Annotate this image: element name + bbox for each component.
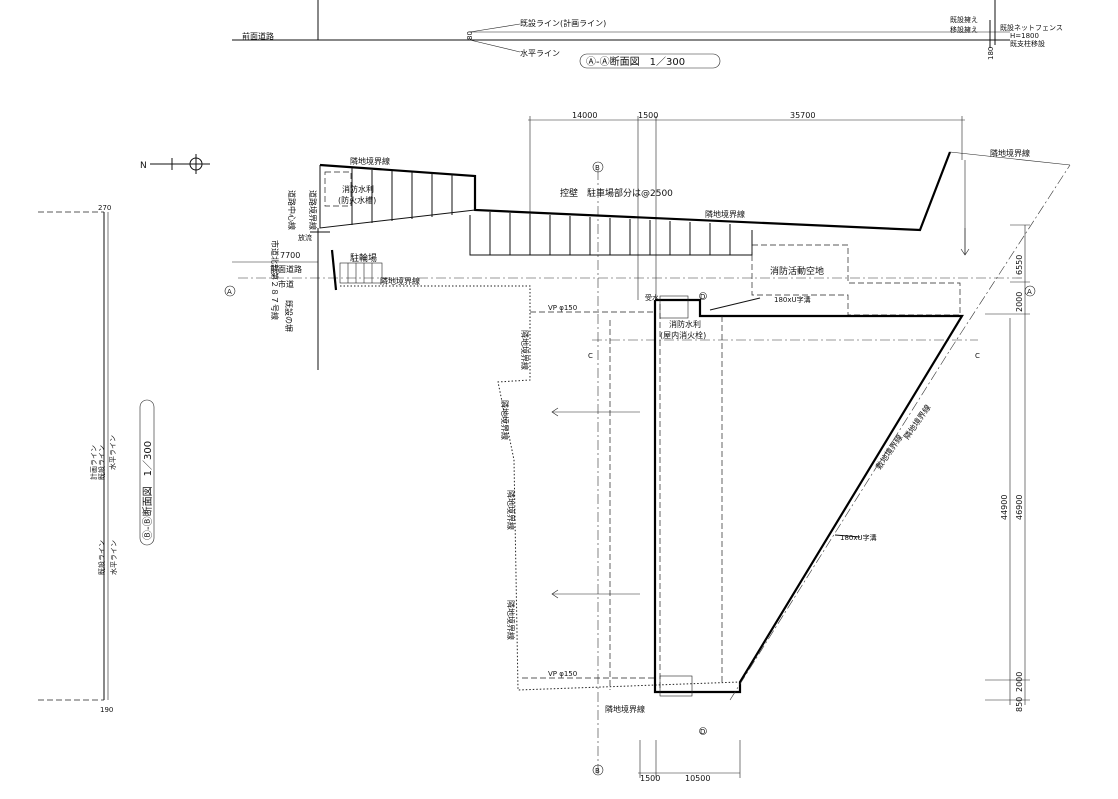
mark-d-bottom: D <box>700 728 705 736</box>
bb-caption: Ⓑ-Ⓑ断面図 1／300 <box>141 441 154 540</box>
bb-label-1: 計画ライン <box>89 445 98 480</box>
fire-area-label: 消防活動空地 <box>770 265 824 277</box>
bb-label-2: 既設ライン <box>97 445 106 480</box>
bb-label-5: 水平ライン <box>109 540 118 575</box>
mark-d-top: D <box>700 293 705 301</box>
aa-level-180: 180 <box>987 47 995 60</box>
dim-2000-b: 2000 <box>1015 672 1024 692</box>
road-center-line: 道路中心線 <box>287 190 297 230</box>
u-ditch-2: 180xU字溝 <box>840 533 877 542</box>
fire-hydrant-sub: (屋内消火栓) <box>660 330 706 340</box>
city-road-name: 市道北部第２８７号線 <box>270 240 280 320</box>
north-boundary: 消防水利 (防火水槽) 隣地境界線 控壁 駐車場部分は@2500 隣地境界線 隣… <box>319 148 1071 256</box>
dim-10500: 10500 <box>685 774 710 783</box>
boundary-west-1: 隣地境界線 <box>520 330 530 370</box>
front-road-label: 前面道路 <box>270 264 302 274</box>
plan-dimensions: 14000 1500 35700 7700 6550 2000 44900 46… <box>232 111 1030 783</box>
west-road: 放流 市道北部第２８７号線 道路中心線 道路境界線 前面道路 市道 既設の塀 駐… <box>270 190 383 370</box>
aa-right-2: 既設ネットフェンス <box>1000 23 1063 32</box>
section-line-aa: A A B B D D C C <box>224 161 1036 776</box>
mark-c-right: C <box>975 352 980 360</box>
box-label: 受水 <box>645 293 659 302</box>
boundary-under-road: 隣地境界線 <box>380 276 420 286</box>
boundary-west-4: 隣地境界線 <box>506 600 516 640</box>
mark-c-left: C <box>588 352 593 360</box>
boundary-west-3: 隣地境界線 <box>506 490 516 530</box>
aa-right-4: 移設擁え <box>950 25 978 34</box>
dim-850: 850 <box>1015 697 1024 712</box>
retaining-wall-note: 控壁 駐車場部分は@2500 <box>560 187 673 199</box>
west-boundary: 隣地境界線 隣地境界線 隣地境界線 隣地境界線 隣地境界線 隣地境界線 <box>340 276 741 714</box>
fire-activity-area: 消防活動空地 <box>751 160 966 316</box>
dim-35700: 35700 <box>790 111 815 120</box>
aa-right-5: 既支柱移設 <box>1010 39 1045 48</box>
vp-top: VP φ150 <box>548 304 577 312</box>
mark-b-bottom: B <box>595 767 600 775</box>
city-road-label: 市道 <box>278 279 294 289</box>
existing-fence-label: 既設の塀 <box>284 300 294 332</box>
dim-44900: 44900 <box>1000 495 1009 520</box>
mark-a-right: A <box>1027 288 1032 296</box>
boundary-west-2: 隣地境界線 <box>500 400 510 440</box>
bb-label-4: 既設ライン <box>97 540 106 575</box>
boundary-top-left: 隣地境界線 <box>350 156 390 166</box>
aa-level-80: 80 <box>466 31 474 40</box>
boundary-south: 隣地境界線 <box>605 704 645 714</box>
mark-b-top: B <box>595 164 600 172</box>
aa-design-line: 既設ライン(計画ライン) <box>520 18 606 28</box>
boundary-top-right: 隣地境界線 <box>990 148 1030 158</box>
flow-arrows <box>551 228 970 599</box>
aa-water-line: 水平ライン <box>520 48 560 58</box>
dim-14000: 14000 <box>572 111 597 120</box>
building: 消防水利 (屋内消火栓) 受水 敷地境界線 隣地境界線 <box>609 164 1071 701</box>
road-boundary-line: 道路境界線 <box>308 190 318 230</box>
dim-6550: 6550 <box>1015 255 1024 275</box>
pipes: VP φ150 VP φ150 180xU字溝 180xU字溝 <box>522 295 877 679</box>
bb-top-level: 270 <box>98 204 111 212</box>
parking-label: 駐輪場 <box>350 252 377 264</box>
boundary-middle: 隣地境界線 <box>705 209 745 219</box>
section-bb: 270 190 計画ライン 既設ライン 水平ライン 既設ライン 水平ライン Ⓑ-… <box>38 204 155 714</box>
north-label: N <box>140 161 147 171</box>
bb-label-3: 水平ライン <box>108 435 117 470</box>
fire-tank-sub: (防火水槽) <box>338 195 376 205</box>
north-arrow: N <box>140 154 210 174</box>
section-aa: 前面道路 80 既設ライン(計画ライン) 水平ライン Ⓐ-Ⓐ断面図 1／300 … <box>232 0 1063 69</box>
bb-bottom-level: 190 <box>100 706 113 714</box>
dim-7700: 7700 <box>280 251 300 260</box>
mark-a-left: A <box>227 288 232 296</box>
dim-1500-bottom: 1500 <box>640 774 660 783</box>
dim-1500-top: 1500 <box>638 111 658 120</box>
aa-right-3: H=1800 <box>1010 32 1039 40</box>
drain-label: 放流 <box>298 233 312 242</box>
fire-hydrant-label: 消防水利 <box>669 319 701 329</box>
vp-bottom: VP φ150 <box>548 670 577 678</box>
dim-2000: 2000 <box>1015 292 1024 312</box>
fire-tank-label: 消防水利 <box>342 184 374 194</box>
aa-front-road: 前面道路 <box>242 31 274 41</box>
u-ditch-1: 180xU字溝 <box>774 295 811 304</box>
dim-46900: 46900 <box>1015 495 1024 520</box>
aa-right-1: 既設擁え <box>950 15 978 24</box>
aa-caption: Ⓐ-Ⓐ断面図 1／300 <box>586 55 685 68</box>
